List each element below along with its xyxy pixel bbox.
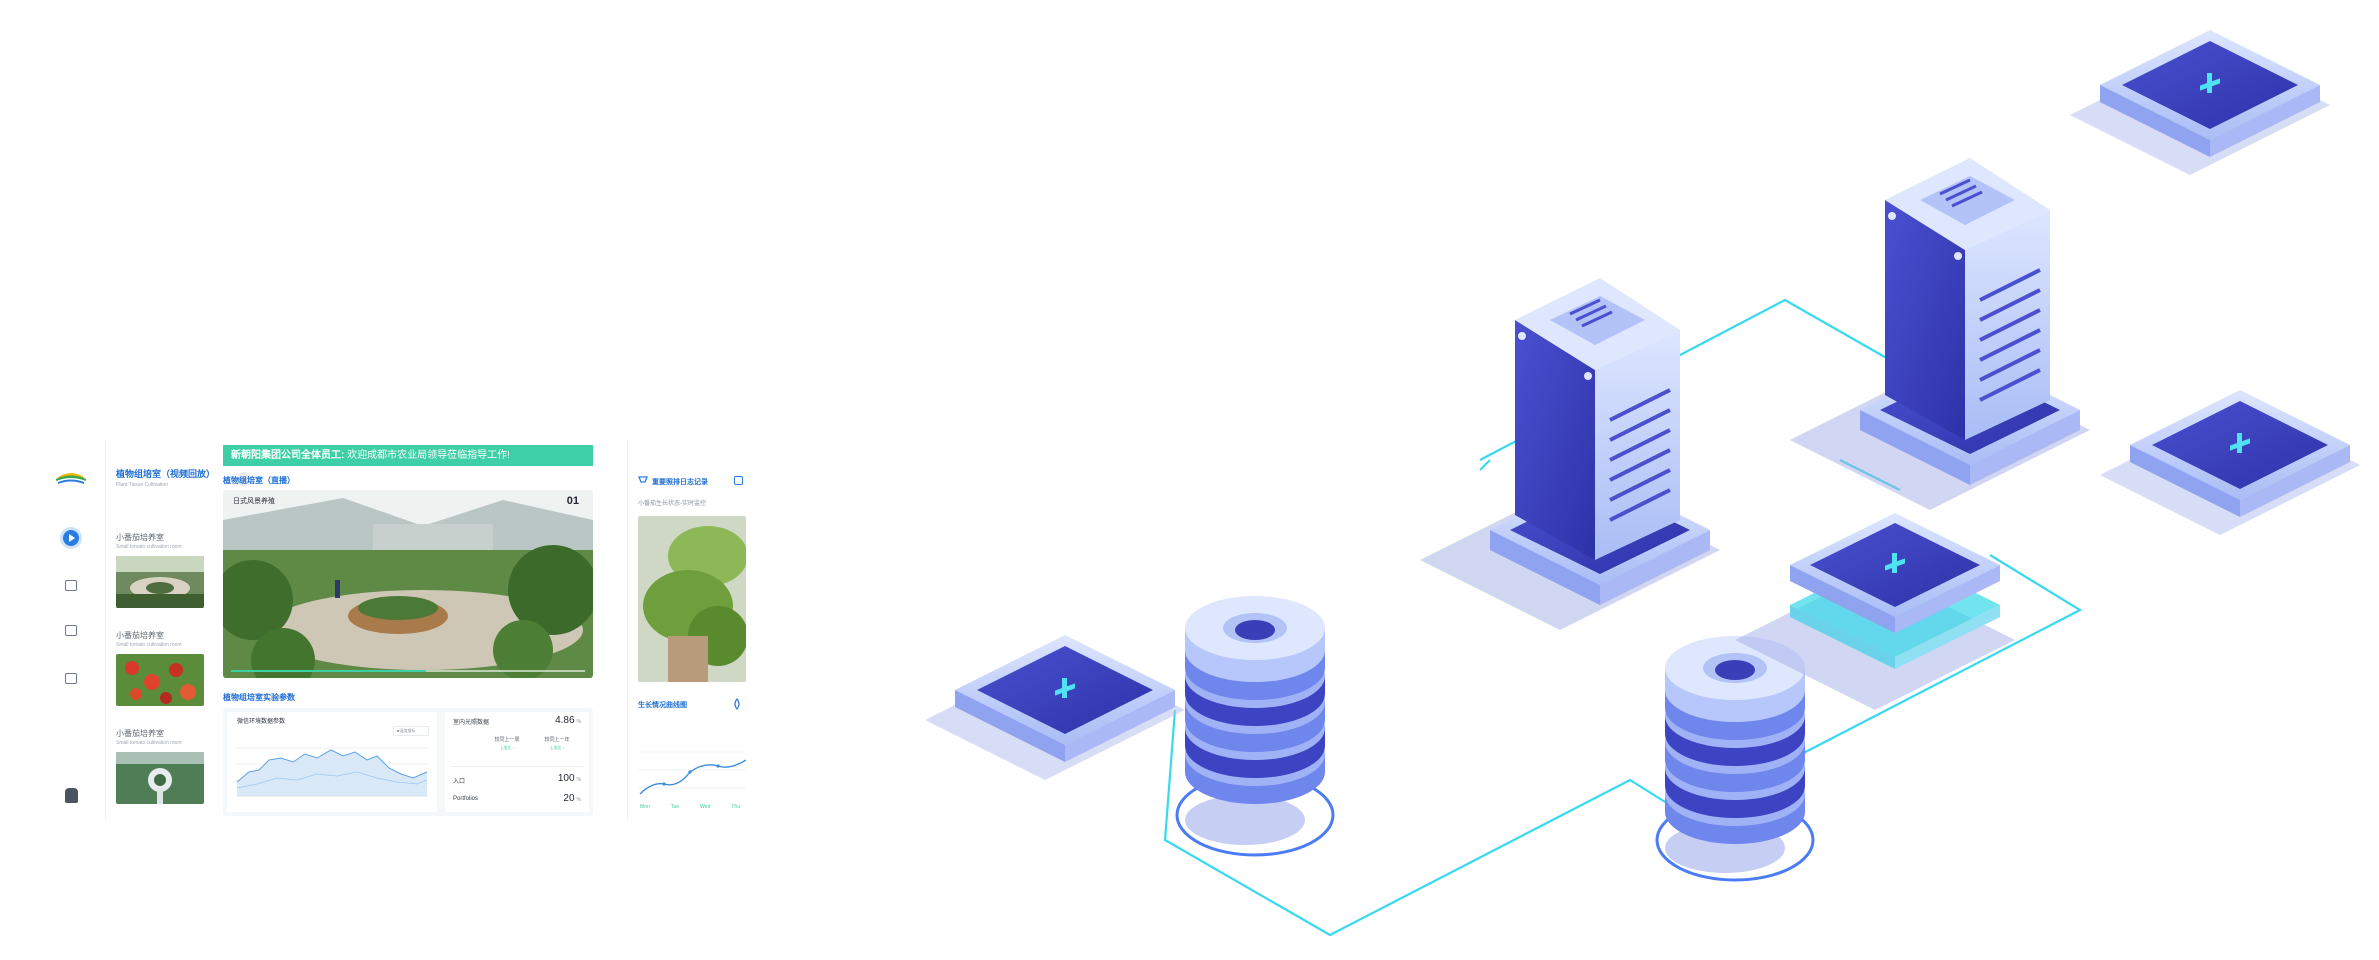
- growth-chart-x-axis: Mon Tue Wed Thu: [640, 804, 740, 810]
- right-panel: 重要照排日志记录 小番茄生长状态-实时监控 生长情况曲线图: [627, 440, 746, 820]
- isometric-illustration: [925, 30, 2360, 937]
- divider: [451, 766, 583, 767]
- chip-tile: [2070, 30, 2330, 175]
- room-card-name: 小番茄培养室: [116, 533, 164, 542]
- room-card-subtitle: Small tomato cultivation room: [116, 544, 182, 550]
- stat-compare-year: 较同上一年上涨比 ↑: [544, 737, 570, 750]
- log-subtitle: 小番茄生长状态-实时监控: [638, 501, 706, 507]
- icon-rail: [45, 440, 97, 820]
- trophy-icon: [638, 476, 648, 483]
- stat-label: Portfolios: [453, 796, 479, 802]
- main-panel: 新朝阳集团公司全体员工: 欢迎成都市农业局领导莅临指导工作! 植物组培室（直播）: [223, 440, 593, 820]
- room-card-name: 小番茄培养室: [116, 729, 164, 738]
- video-progress-bar[interactable]: [231, 670, 585, 672]
- room-card-subtitle: Small tomato cultivation room: [116, 740, 182, 746]
- log-title: 重要照排日志记录: [652, 479, 708, 486]
- image-icon[interactable]: [65, 580, 77, 591]
- x-tick: Wed: [700, 804, 711, 810]
- export-icon[interactable]: [734, 476, 743, 485]
- stat-label: 室内光照数据: [453, 720, 490, 726]
- banner-message: 欢迎成都市农业局领导莅临指导工作!: [347, 450, 510, 461]
- environment-chart-title: 微信环境数据参数: [237, 719, 286, 725]
- stat-value: 20%: [563, 793, 581, 804]
- video-progress-fill: [231, 670, 426, 672]
- video-frame: [223, 490, 593, 678]
- chip-tile: [2100, 390, 2360, 535]
- stat-label: 入口: [453, 779, 466, 785]
- environment-chart-plot: [236, 747, 428, 797]
- database-cylinder: [1655, 636, 1815, 882]
- stat-compare-week: 较同上一周上涨比 ↑: [494, 737, 520, 750]
- stat-value: 4.86%: [555, 715, 581, 726]
- room-thumbnail: [116, 556, 204, 608]
- video-number: 01: [566, 495, 579, 507]
- server-tower: [1790, 158, 2090, 510]
- room-thumbnail: [116, 752, 204, 804]
- x-tick: Thu: [731, 804, 740, 810]
- x-tick: Tue: [670, 804, 680, 810]
- server-tower: [1420, 278, 1720, 630]
- growth-chart: [638, 751, 746, 795]
- chart-icon[interactable]: [65, 673, 77, 684]
- room-card[interactable]: 小番茄培养室 Small tomato cultivation room 02: [116, 630, 256, 722]
- room-card-subtitle: Small tomato cultivation room: [116, 642, 182, 648]
- banner-org: 新朝阳集团公司全体员工:: [231, 450, 345, 461]
- environment-chart-legend: ■温度指标: [393, 726, 429, 736]
- room-list-subtitle: Plant Tissue Cultivation: [116, 482, 168, 488]
- room-list-title: 植物组培室（视频回放）: [116, 469, 216, 479]
- room-list-header: 植物组培室（视频回放） Plant Tissue Cultivation ›: [116, 467, 256, 488]
- video-label: 日式风景养殖: [233, 498, 275, 505]
- stats-box: 室内光照数据 4.86% 较同上一周上涨比 ↑ 较同上一年上涨比 ↑ 入口 10…: [445, 712, 589, 812]
- room-card[interactable]: 小番茄培养室 Small tomato cultivation room 03: [116, 728, 256, 820]
- x-tick: Mon: [640, 804, 650, 810]
- room-thumbnail: [116, 654, 204, 706]
- chip-tile: [925, 635, 1185, 780]
- drop-icon: [734, 698, 740, 710]
- room-card-name: 小番茄培养室: [116, 631, 164, 640]
- database-cylinder: [1175, 596, 1335, 857]
- live-title: 植物组培室（直播）: [223, 476, 295, 485]
- environment-chart: 微信环境数据参数 ■温度指标: [227, 712, 437, 812]
- growth-title: 生长情况曲线图: [638, 702, 687, 709]
- video-player[interactable]: 日式风景养殖 01: [223, 490, 593, 678]
- network-lines: [1163, 298, 2083, 937]
- announcement-banner: 新朝阳集团公司全体员工: 欢迎成都市农业局领导莅临指导工作!: [223, 445, 593, 466]
- logo-icon: [56, 473, 86, 484]
- chip-stack: [1735, 513, 2015, 710]
- avatar-icon[interactable]: [65, 788, 78, 803]
- plant-photo: [638, 516, 746, 682]
- stat-value: 100%: [557, 773, 581, 784]
- params-title: 植物组培室实验参数: [223, 693, 295, 702]
- calendar-icon[interactable]: [65, 625, 77, 636]
- room-list: 植物组培室（视频回放） Plant Tissue Cultivation › 小…: [105, 440, 255, 820]
- chevron-right-icon[interactable]: ›: [237, 472, 251, 486]
- dashboard-preview: 植物组培室（视频回放） Plant Tissue Cultivation › 小…: [45, 440, 746, 820]
- params-panel: 微信环境数据参数 ■温度指标 室内光照数据 4.86% 较: [223, 708, 593, 816]
- plus-icon: [1055, 678, 1075, 698]
- play-icon[interactable]: [63, 530, 79, 546]
